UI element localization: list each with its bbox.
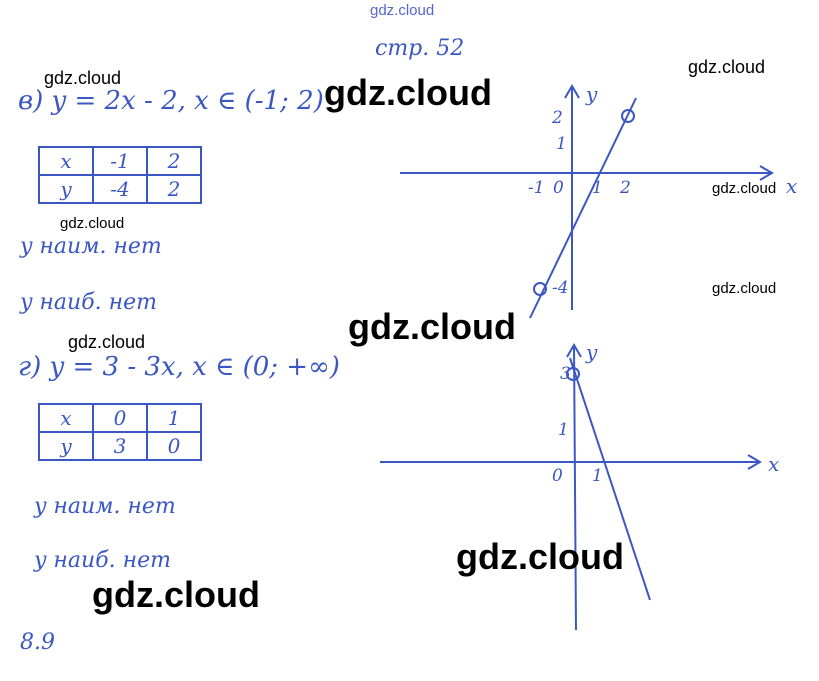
- tick-label: 1: [558, 420, 569, 440]
- x-axis-label: x: [786, 174, 798, 198]
- graph-line: [569, 357, 651, 601]
- table-cell: 3: [92, 431, 148, 461]
- part-g-max: y наиб. нет: [34, 548, 171, 573]
- watermark: gdz.cloud: [456, 536, 624, 577]
- y-axis-arrow-icon: [566, 343, 582, 358]
- table-cell: 2: [146, 146, 202, 176]
- part-g-heading: г) y = 3 - 3x, x ∈ (0; +∞): [18, 352, 340, 382]
- watermark: gdz.cloud: [348, 306, 516, 347]
- part-g-min: y наим. нет: [34, 494, 176, 519]
- table-cell: 1: [146, 403, 202, 433]
- part-v-heading: в) y = 2x - 2, x ∈ (-1; 2): [18, 86, 324, 116]
- table-cell: 2: [146, 174, 202, 204]
- endpoint-open: [533, 282, 547, 296]
- endpoint-open: [621, 109, 635, 123]
- part-v-max: y наиб. нет: [20, 290, 157, 315]
- watermark: gdz.cloud: [712, 280, 777, 297]
- watermark: gdz.cloud: [44, 68, 122, 88]
- watermark: gdz.cloud: [688, 57, 766, 77]
- tick-label: 3: [560, 364, 571, 384]
- table-cell: y: [38, 174, 94, 204]
- watermark: gdz.cloud: [68, 332, 146, 352]
- y-axis: [573, 344, 577, 631]
- graph-v: [400, 84, 774, 319]
- table-cell: x: [38, 146, 94, 176]
- tick-label: 2: [552, 108, 563, 128]
- tick-label: -4: [552, 278, 569, 298]
- tick-label: -1: [528, 178, 545, 198]
- watermark: gdz.cloud: [712, 180, 777, 197]
- table-cell: x: [38, 403, 94, 433]
- watermark: gdz.cloud: [92, 574, 260, 615]
- x-axis-arrow-icon: [747, 454, 762, 470]
- graph-line: [529, 97, 637, 319]
- tick-label: 0: [553, 178, 564, 198]
- x-axis-label: x: [768, 452, 780, 476]
- y-axis-arrow-icon: [564, 84, 580, 99]
- tick-label: 0: [552, 466, 563, 486]
- tick-label: 1: [592, 466, 603, 486]
- watermark: gdz.cloud: [324, 72, 492, 113]
- graph-g: [380, 343, 762, 631]
- endpoint-open: [566, 367, 580, 381]
- tick-label: 1: [592, 178, 603, 198]
- next-problem-number: 8.9: [20, 630, 55, 655]
- table-cell: y: [38, 431, 94, 461]
- table-cell: -1: [92, 146, 148, 176]
- tick-label: 1: [556, 134, 567, 154]
- table-cell: 0: [146, 431, 202, 461]
- y-axis-label: y: [586, 82, 598, 106]
- page-reference: стр. 52: [375, 36, 465, 61]
- part-v-min: y наим. нет: [20, 234, 162, 259]
- y-axis-label: y: [586, 340, 598, 364]
- watermark: gdz.cloud: [60, 215, 125, 232]
- table-cell: 0: [92, 403, 148, 433]
- watermark-top: gdz.cloud: [370, 2, 435, 19]
- table-cell: -4: [92, 174, 148, 204]
- tick-label: 2: [620, 178, 631, 198]
- x-axis-arrow-icon: [759, 165, 774, 181]
